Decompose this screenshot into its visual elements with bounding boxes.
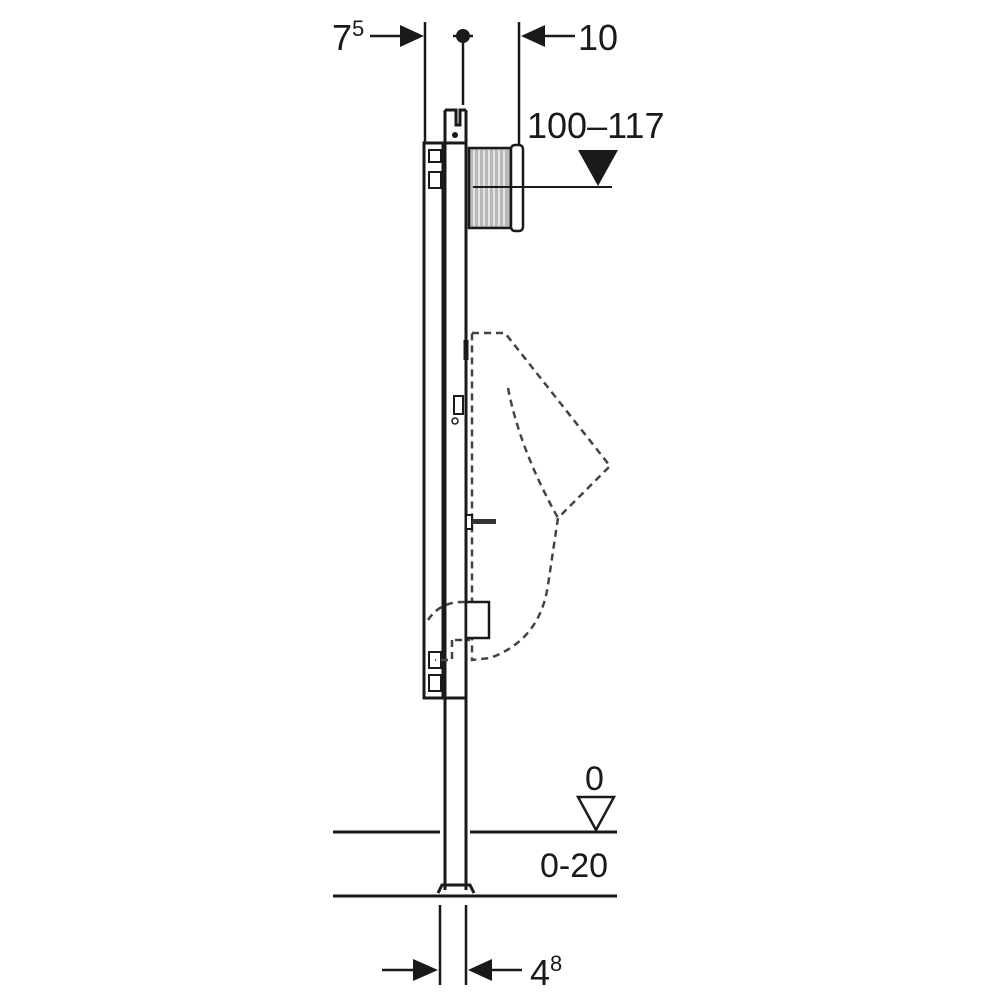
arrow-right-icon bbox=[468, 959, 492, 981]
height-range-label: 100–117 bbox=[527, 105, 664, 146]
floor-level-marker-icon bbox=[575, 795, 617, 833]
floor-buildup-label: 0-20 bbox=[540, 847, 608, 885]
dim-right-label: 10 bbox=[578, 17, 618, 58]
urinal-outline bbox=[426, 331, 612, 662]
level-marker-icon bbox=[578, 150, 618, 186]
arrow-left-icon bbox=[413, 959, 438, 981]
floor-level-label: 0 bbox=[585, 760, 604, 798]
arrow-left-icon bbox=[400, 25, 424, 47]
dim-left-label: 75 bbox=[332, 16, 364, 58]
arrow-right-icon bbox=[521, 25, 545, 47]
center-mark-icon bbox=[456, 29, 470, 43]
foot-width-label: 48 bbox=[530, 951, 562, 993]
frame-upright bbox=[443, 108, 468, 698]
